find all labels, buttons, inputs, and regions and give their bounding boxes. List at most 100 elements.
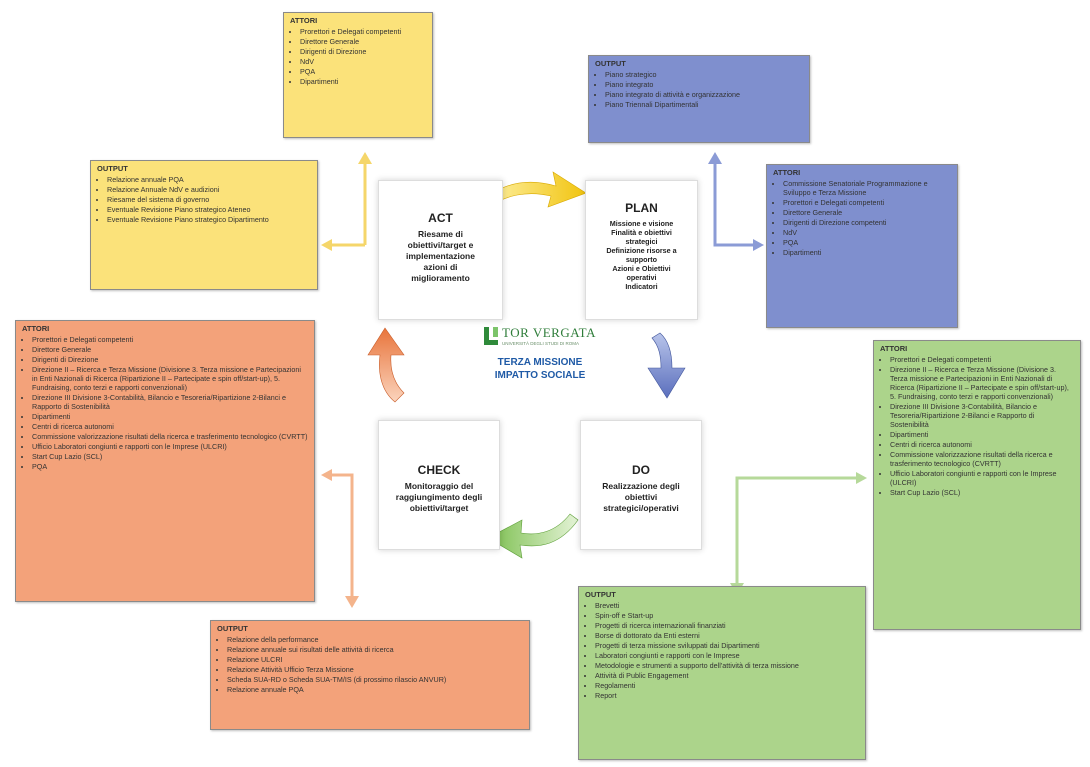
tor-vergata-logo-icon xyxy=(484,326,499,345)
list-item: Prorettori e Delegati competenti xyxy=(890,355,1074,364)
logo-text: TOR VERGATA xyxy=(502,325,596,340)
plan-connector-arrowhead-right xyxy=(753,239,764,251)
list-item: Commissione valorizzazione risultati del… xyxy=(890,450,1074,468)
act-attori-header: ATTORI xyxy=(290,16,318,25)
check-output-header: OUTPUT xyxy=(217,624,248,633)
list-item: Direttore Generale xyxy=(300,37,426,46)
list-item: Laboratori congiunti e rapporti con le I… xyxy=(595,651,859,660)
list-item: Centri di ricerca autonomi xyxy=(890,440,1074,449)
check-to-act-arrow xyxy=(367,327,405,403)
do-output-header: OUTPUT xyxy=(585,590,616,599)
list-item: Borse di dottorato da Enti esterni xyxy=(595,631,859,640)
check-connector-arrowhead-left xyxy=(321,469,332,481)
do-line: strategici/operativi xyxy=(603,503,679,514)
plan-output-header: OUTPUT xyxy=(595,59,626,68)
list-item: Report xyxy=(595,691,859,700)
do-quadrant: DO Realizzazione degli obiettivi strateg… xyxy=(580,420,702,550)
check-attori-box: ATTORI Prorettori e Delegati competenti … xyxy=(15,320,315,602)
check-line: raggiungimento degli xyxy=(395,492,483,503)
act-line: miglioramento xyxy=(411,273,470,284)
logo-subtext: UNIVERSITÀ DEGLI STUDI DI ROMA xyxy=(502,341,580,346)
check-connector-arrowhead-down xyxy=(345,596,359,608)
list-item: Dirigenti di Direzione xyxy=(32,355,308,364)
do-line: obiettivi xyxy=(624,492,658,503)
act-line: Riesame di xyxy=(418,229,463,239)
list-item: Progetti di ricerca internazionali finan… xyxy=(595,621,859,630)
do-output-box: OUTPUT Brevetti Spin-off e Start-up Prog… xyxy=(578,586,866,760)
plan-title: PLAN xyxy=(625,201,658,215)
act-output-box: OUTPUT Relazione annuale PQA Relazione A… xyxy=(90,160,318,290)
act-title: ACT xyxy=(428,211,453,225)
act-line: implementazione xyxy=(406,251,475,262)
list-item: PQA xyxy=(783,238,951,247)
check-line: Monitoraggio del xyxy=(404,481,474,491)
list-item: Attività di Public Engagement xyxy=(595,671,859,680)
act-line: azioni di xyxy=(423,262,458,273)
check-output-box: OUTPUT Relazione della performance Relaz… xyxy=(210,620,530,730)
list-item: Ufficio Laboratori congiunti e rapporti … xyxy=(890,469,1074,487)
list-item: Prorettori e Delegati competenti xyxy=(783,198,951,207)
list-item: Start Cup Lazio (SCL) xyxy=(890,488,1074,497)
list-item: Direttore Generale xyxy=(783,208,951,217)
plan-output-box: OUTPUT Piano strategico Piano integrato … xyxy=(588,55,810,143)
center-title-line2: IMPATTO SOCIALE xyxy=(494,370,586,381)
check-connector xyxy=(330,473,354,598)
list-item: PQA xyxy=(300,67,426,76)
plan-connector xyxy=(713,162,755,247)
plan-line: Missione e visione xyxy=(609,219,674,228)
list-item: Prorettori e Delegati competenti xyxy=(32,335,308,344)
list-item: Spin-off e Start-up xyxy=(595,611,859,620)
act-attori-box: ATTORI Prorettori e Delegati competenti … xyxy=(283,12,433,138)
list-item: Relazione Attività Ufficio Terza Mission… xyxy=(227,665,523,674)
list-item: Prorettori e Delegati competenti xyxy=(300,27,426,36)
university-logo: TOR VERGATA UNIVERSITÀ DEGLI STUDI DI RO… xyxy=(470,325,610,346)
list-item: Direzione II – Ricerca e Terza Missione … xyxy=(890,365,1074,401)
check-quadrant: CHECK Monitoraggio del raggiungimento de… xyxy=(378,420,500,550)
list-item: Relazione della performance xyxy=(227,635,523,644)
list-item: Start Cup Lazio (SCL) xyxy=(32,452,308,461)
list-item: Dipartimenti xyxy=(32,412,308,421)
list-item: Relazione Annuale NdV e audizioni xyxy=(107,185,311,194)
act-line: obiettivi/target e xyxy=(407,240,474,251)
center-title-line1: TERZA MISSIONE xyxy=(497,357,583,368)
plan-attori-box: ATTORI Commissione Senatoriale Programma… xyxy=(766,164,958,328)
plan-line: supporto xyxy=(625,255,658,264)
do-connector-arrowhead-right xyxy=(856,472,867,484)
do-connector xyxy=(735,476,858,585)
center-label: TOR VERGATA UNIVERSITÀ DEGLI STUDI DI RO… xyxy=(470,325,610,382)
plan-line: Definizione risorse a xyxy=(606,246,677,255)
list-item: Eventuale Revisione Piano strategico Ate… xyxy=(107,205,311,214)
list-item: NdV xyxy=(783,228,951,237)
list-item: Piano integrato xyxy=(605,80,803,89)
list-item: Piano integrato di attività e organizzaz… xyxy=(605,90,803,99)
list-item: Dirigenti di Direzione xyxy=(300,47,426,56)
list-item: Direzione III Divisione 3-Contabilità, B… xyxy=(32,393,308,411)
list-item: Relazione annuale PQA xyxy=(227,685,523,694)
list-item: Brevetti xyxy=(595,601,859,610)
do-line: Realizzazione degli xyxy=(602,481,680,491)
list-item: PQA xyxy=(32,462,308,471)
list-item: Direttore Generale xyxy=(32,345,308,354)
list-item: Regolamenti xyxy=(595,681,859,690)
list-item: Dirigenti di Direzione competenti xyxy=(783,218,951,227)
list-item: Piano Triennali Dipartimentali xyxy=(605,100,803,109)
act-connector-arrowhead-left xyxy=(321,239,332,251)
plan-connector-arrowhead-up xyxy=(708,152,722,164)
list-item: Commissione Senatoriale Programmazione e… xyxy=(783,179,951,197)
center-title: TERZA MISSIONE IMPATTO SOCIALE xyxy=(470,356,610,382)
list-item: Piano strategico xyxy=(605,70,803,79)
plan-quadrant: PLAN Missione e visione Finalità e obiet… xyxy=(585,180,698,320)
list-item: Relazione annuale sui risultati delle at… xyxy=(227,645,523,654)
list-item: Centri di ricerca autonomi xyxy=(32,422,308,431)
list-item: Riesame del sistema di governo xyxy=(107,195,311,204)
act-quadrant: ACT Riesame di obiettivi/target e implem… xyxy=(378,180,503,320)
plan-line: Indicatori xyxy=(625,282,658,291)
list-item: Dipartimenti xyxy=(300,77,426,86)
list-item: Relazione annuale PQA xyxy=(107,175,311,184)
list-item: Relazione ULCRI xyxy=(227,655,523,664)
list-item: Direzione II – Ricerca e Terza Missione … xyxy=(32,365,308,392)
list-item: Eventuale Revisione Piano strategico Dip… xyxy=(107,215,311,224)
check-title: CHECK xyxy=(417,463,461,477)
plan-line: operativi xyxy=(626,273,657,282)
do-attori-header: ATTORI xyxy=(880,344,908,353)
